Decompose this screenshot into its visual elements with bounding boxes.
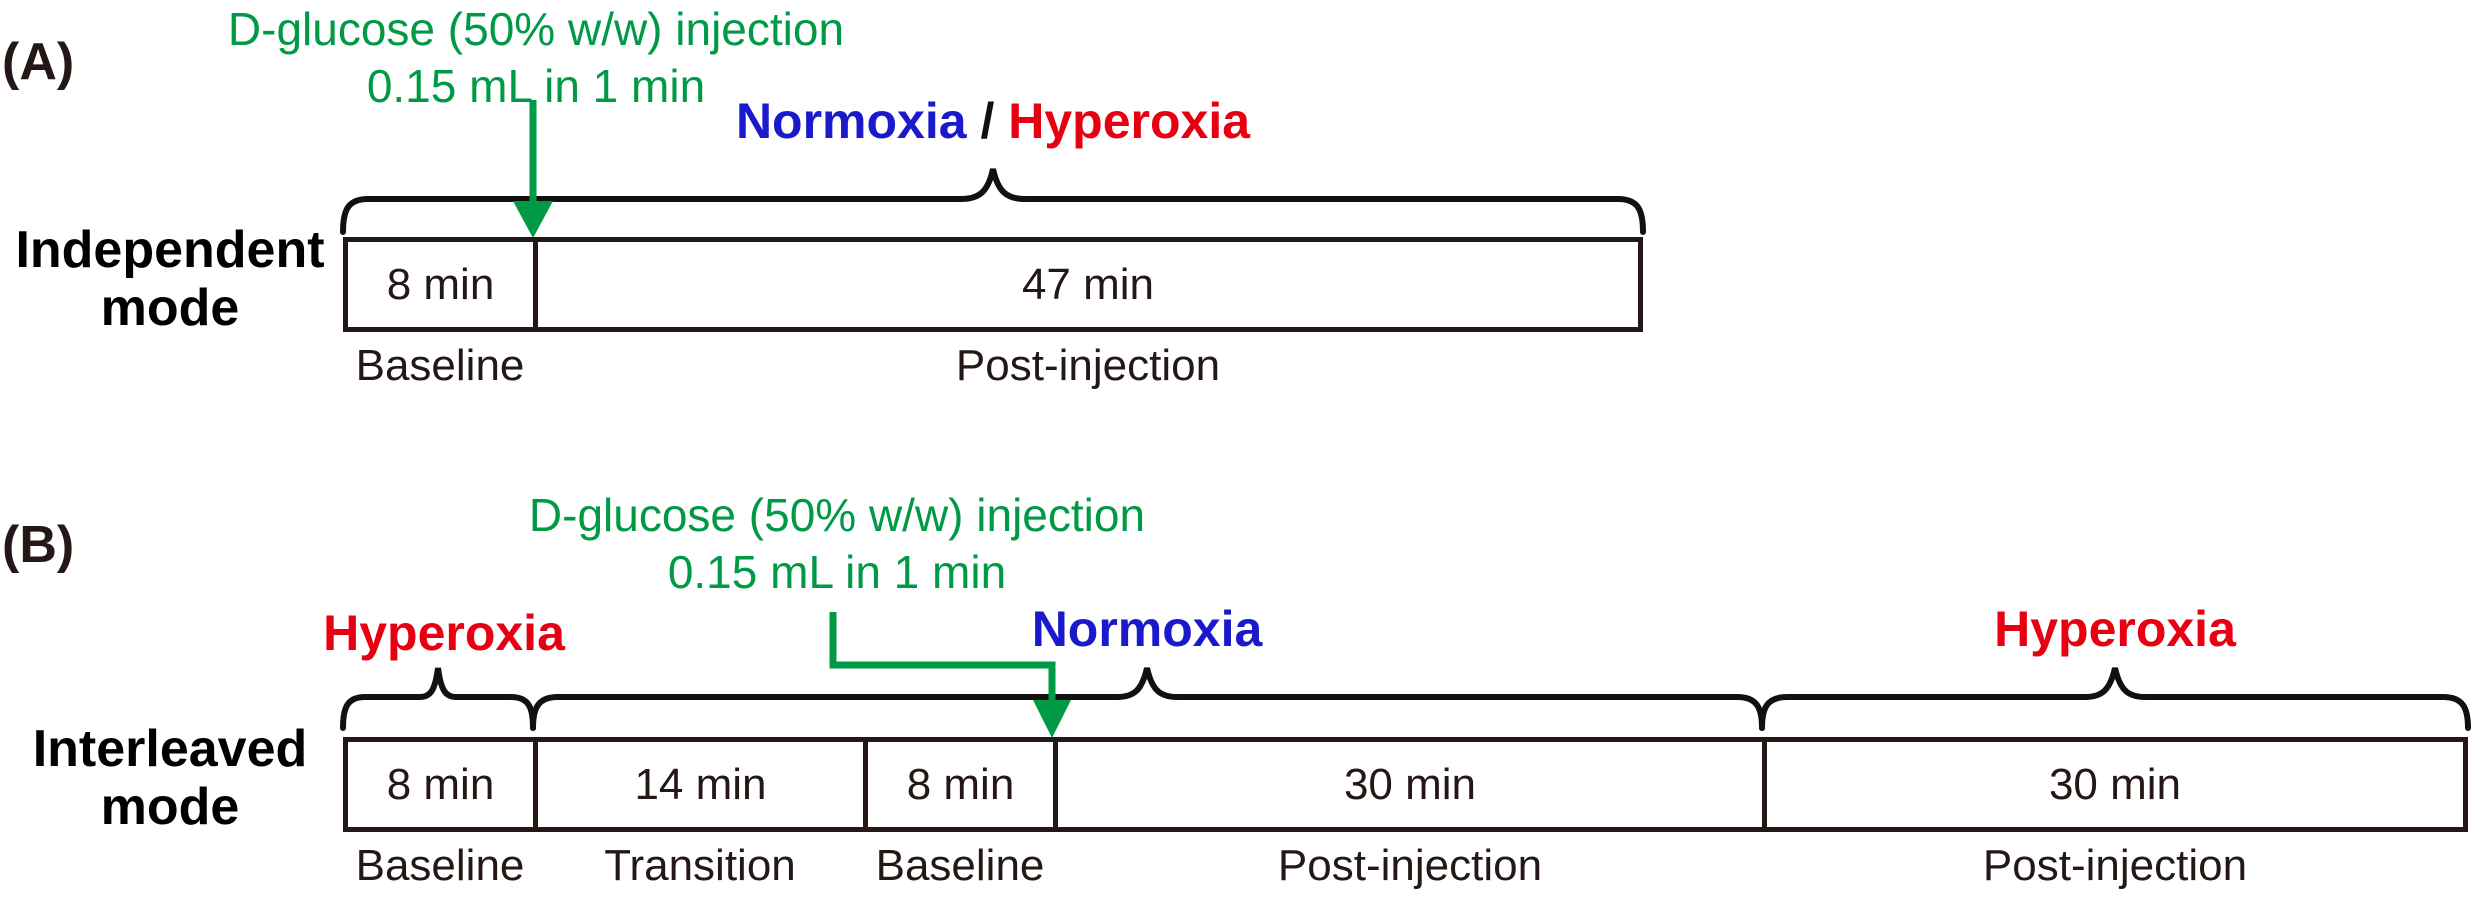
- injection-note-b-line1: D-glucose (50% w/w) injection: [528, 489, 1146, 541]
- segment-duration: 8 min: [906, 759, 1015, 809]
- timeline-b-segment-postinjection-1: 30 min: [1058, 742, 1767, 827]
- injection-arrow-a-head: [513, 201, 553, 238]
- gas-a-separator: /: [966, 93, 1009, 149]
- injection-note-b-line2: 0.15 mL in 1 min: [667, 546, 1007, 598]
- brace-b-hyperoxia-2: [1759, 667, 2471, 731]
- segment-duration: 30 min: [2048, 759, 2182, 809]
- panel-a-tag: (A): [2, 33, 75, 91]
- segment-duration: 30 min: [1343, 759, 1477, 809]
- brace-b-normoxia: [530, 667, 1765, 731]
- gas-label-b-hyperoxia-1: Hyperoxia: [323, 605, 565, 661]
- segment-duration: 8 min: [386, 259, 495, 309]
- segment-duration: 47 min: [1021, 259, 1155, 309]
- gas-label-b-hyperoxia-2: Hyperoxia: [1994, 601, 2236, 657]
- phase-label-a-baseline: Baseline: [355, 341, 525, 390]
- phase-label-b-postinjection-1: Post-injection: [1277, 841, 1543, 890]
- gas-a-hyperoxia: Hyperoxia: [1008, 93, 1251, 149]
- timeline-b-segment-postinjection-2: 30 min: [1767, 742, 2463, 827]
- timeline-b: 8 min 14 min 8 min 30 min 30 min: [343, 737, 2468, 832]
- timeline-b-segment-transition: 14 min: [538, 742, 868, 827]
- mode-label-interleaved-line2: mode: [100, 778, 240, 836]
- injection-connector-b: [829, 612, 1056, 708]
- gas-condition-label-a: Normoxia / Hyperoxia: [736, 96, 1250, 146]
- mode-label-interleaved: Interleaved mode: [0, 720, 340, 836]
- mode-label-interleaved-line1: Interleaved: [32, 720, 308, 778]
- phase-label-a-postinjection: Post-injection: [955, 341, 1221, 390]
- injection-note-a-line1: D-glucose (50% w/w) injection: [227, 3, 845, 55]
- gas-label-b-normoxia: Normoxia: [1031, 601, 1263, 657]
- mode-label-independent-line1: Independent: [15, 221, 325, 279]
- brace-a-gas-condition: [340, 168, 1646, 235]
- injection-note-b: D-glucose (50% w/w) injection 0.15 mL in…: [427, 487, 1247, 601]
- timeline-a-segment-baseline: 8 min: [348, 242, 538, 327]
- segment-duration: 14 min: [634, 759, 767, 809]
- timeline-a: 8 min 47 min: [343, 237, 1643, 332]
- phase-label-b-baseline-2: Baseline: [875, 841, 1045, 890]
- mode-label-independent: Independent mode: [0, 221, 340, 337]
- mode-label-independent-line2: mode: [100, 279, 240, 337]
- timeline-b-segment-baseline-2: 8 min: [868, 742, 1058, 827]
- gas-a-normoxia: Normoxia: [735, 93, 967, 149]
- timeline-a-segment-postinjection: 47 min: [538, 242, 1638, 327]
- segment-duration: 8 min: [386, 759, 495, 809]
- injection-note-a: D-glucose (50% w/w) injection 0.15 mL in…: [126, 1, 946, 115]
- phase-label-b-transition: Transition: [604, 841, 796, 890]
- injection-arrow-b-head: [1033, 700, 1071, 738]
- brace-b-hyperoxia-1: [340, 667, 536, 731]
- timeline-b-segment-baseline-1: 8 min: [348, 742, 538, 827]
- phase-label-b-postinjection-2: Post-injection: [1982, 841, 2248, 890]
- injection-note-a-line2: 0.15 mL in 1 min: [366, 60, 706, 112]
- phase-label-b-baseline-1: Baseline: [355, 841, 525, 890]
- panel-b-tag: (B): [2, 516, 75, 574]
